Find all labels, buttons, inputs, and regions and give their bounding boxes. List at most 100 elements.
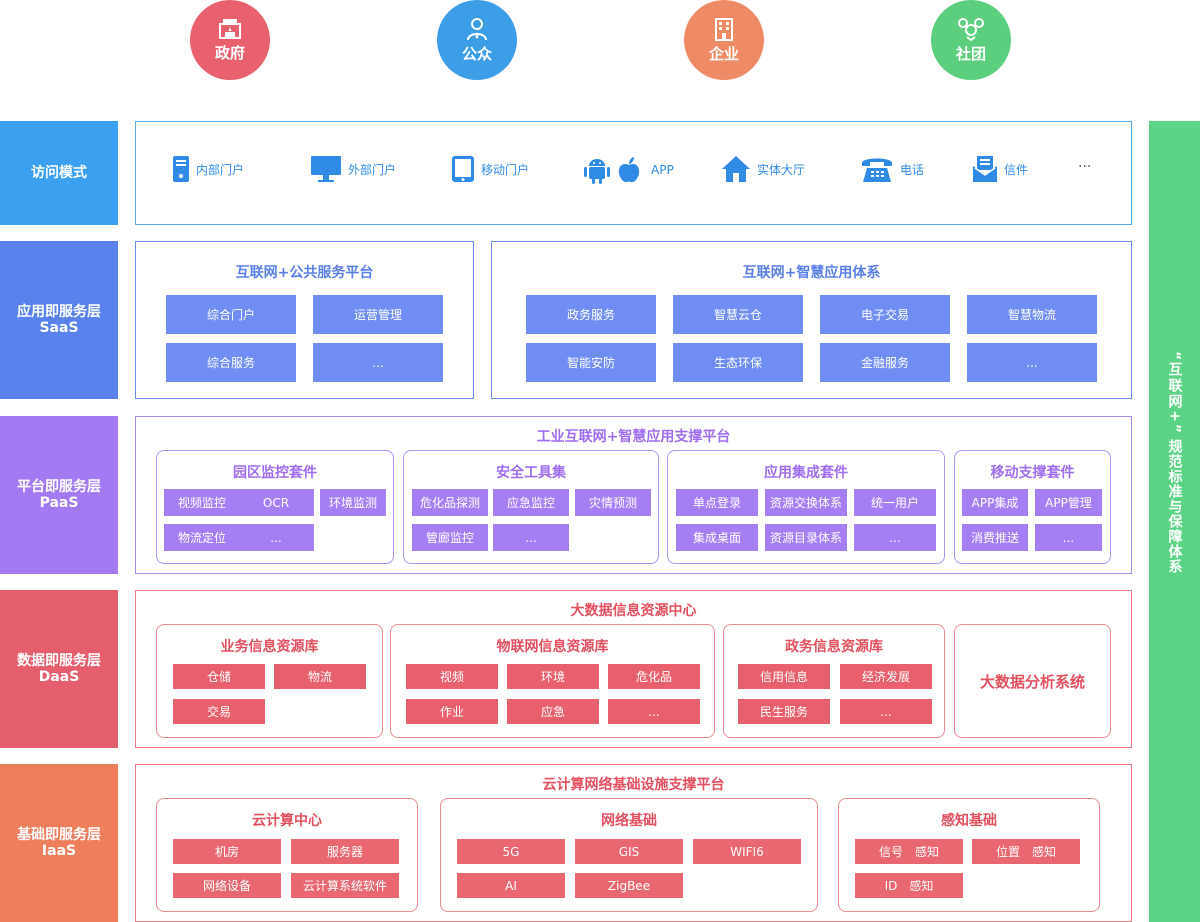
user-label: 企业 [708,44,739,63]
access-item-label: 电话 [900,162,925,177]
paas-tag[interactable]: 灾情预测 [575,489,651,516]
daas-tag[interactable]: 物流 [274,664,366,689]
saas-tag[interactable]: 智慧云仓 [673,295,803,334]
paas-tag[interactable]: 环境监测 [320,489,386,516]
paas-tag[interactable]: 单点登录 [676,489,758,516]
saas-tag[interactable]: 生态环保 [673,343,803,382]
daas-tag[interactable]: 危化品 [608,664,700,689]
iaas-tag[interactable]: 信号 感知 [855,839,963,864]
iaas-tag[interactable]: 云计算系统软件 [291,873,399,898]
analysis-label: 大数据分析系统 [979,672,1085,691]
saas-tag[interactable]: 综合服务 [166,343,296,382]
paas-tag[interactable]: 消费推送 [962,524,1028,551]
saas-tag[interactable]: 智慧物流 [967,295,1097,334]
daas-tag[interactable]: ... [840,699,932,724]
access-item-telephone[interactable]: 电话 [860,155,924,183]
saas-tag[interactable]: 电子交易 [820,295,950,334]
iaas-tag[interactable]: ID 感知 [855,873,963,898]
paas-tag[interactable]: APP管理 [1035,489,1102,516]
saas-tag[interactable]: 金融服务 [820,343,950,382]
layer-name: 数据即服务层 [17,653,101,669]
paas-tag[interactable]: ... [238,524,314,551]
monitor-icon [311,156,341,182]
paas-tag[interactable]: 应急监控 [493,489,569,516]
government-building-icon [219,18,241,39]
paas-tag[interactable]: 资源交换体系 [765,489,847,516]
layer-label-access: 访问模式 [0,121,118,225]
access-item-label: ... [1078,155,1092,171]
daas-tag[interactable]: 民生服务 [738,699,830,724]
daas-tag[interactable]: ... [608,699,700,724]
daas-tag[interactable]: 视频 [406,664,498,689]
access-item-more[interactable]: ... [1078,155,1091,171]
layer-name-en: IaaS [41,843,77,859]
layer-name: 平台即服务层 [17,479,101,495]
layer-name-en: PaaS [39,495,79,511]
paas-tag[interactable]: 视频监控 [164,489,240,516]
paas-tag[interactable]: 管廊监控 [412,524,488,551]
iaas-tag[interactable]: 网络设备 [173,873,281,898]
iaas-tag[interactable]: AI [457,873,565,898]
daas-tag[interactable]: 交易 [173,699,265,724]
paas-tag[interactable]: 集成桌面 [676,524,758,551]
access-item-physical-hall[interactable]: 实体大厅 [721,155,805,183]
group-title: 安全工具集 [496,465,566,481]
saas-tag[interactable]: 智能安防 [526,343,656,382]
paas-tag[interactable]: 统一用户 [854,489,936,516]
group-title: 园区监控套件 [233,465,317,481]
paas-tag[interactable]: ... [854,524,936,551]
iaas-tag[interactable]: 服务器 [291,839,399,864]
iaas-tag[interactable]: WIFI6 [693,839,801,864]
daas-tag[interactable]: 环境 [507,664,599,689]
apple-icon [618,157,640,183]
big-data-analysis-system[interactable]: 大数据分析系统 [954,624,1111,738]
saas-tag[interactable]: 综合门户 [166,295,296,334]
layer-name-en: DaaS [38,669,80,685]
layer-name: 应用即服务层 [17,304,101,320]
group-title: 网络基础 [601,813,657,829]
iaas-tag[interactable]: 位置 感知 [972,839,1080,864]
telephone-icon [862,158,892,182]
access-item-label: 外部门户 [348,162,397,177]
access-item-external-portal[interactable]: 外部门户 [310,155,396,183]
iaas-tag[interactable]: 5G [457,839,565,864]
daas-tag[interactable]: 作业 [406,699,498,724]
paas-tag[interactable]: 物流定位 [164,524,240,551]
iaas-tag[interactable]: GIS [575,839,683,864]
saas-tag[interactable]: 运营管理 [313,295,443,334]
standards-side-bar: “互联网+” 规范标准与保障体系 [1149,121,1200,922]
access-item-letter[interactable]: 信件 [972,155,1028,183]
iaas-tag[interactable]: ZigBee [575,873,683,898]
user-society: 社团 [931,0,1011,80]
office-building-icon [715,17,733,41]
paas-tag[interactable]: 资源目录体系 [765,524,847,551]
paas-tag[interactable]: 危化品探测 [412,489,488,516]
access-item-internal-portal[interactable]: 内部门户 [172,155,244,183]
user-label: 社团 [955,44,986,63]
access-item-app[interactable]: APP [583,155,674,185]
panel-title: 互联网+智慧应用体系 [742,265,881,281]
user-government: 政府 [190,0,270,80]
daas-tag[interactable]: 经济发展 [840,664,932,689]
layer-label-iaas: 基础即服务层 IaaS [0,764,118,922]
daas-tag[interactable]: 仓储 [173,664,265,689]
paas-tag[interactable]: ... [1035,524,1102,551]
paas-tag[interactable]: OCR [238,489,314,516]
saas-tag[interactable]: 政务服务 [526,295,656,334]
daas-tag[interactable]: 信用信息 [738,664,830,689]
side-label-top: “互联网+” [1166,351,1183,436]
saas-tag[interactable]: ... [967,343,1097,382]
paas-tag[interactable]: APP集成 [962,489,1028,516]
user-public: 公众 [437,0,517,80]
group-title: 移动支撑套件 [990,465,1075,481]
access-item-label: 移动门户 [481,162,530,177]
letter-icon [973,156,997,182]
computer-tower-icon [173,156,189,182]
android-icon [584,159,610,184]
layer-label-saas: 应用即服务层 SaaS [0,241,118,399]
saas-tag[interactable]: ... [313,343,443,382]
access-item-mobile-portal[interactable]: 移动门户 [451,155,529,183]
iaas-tag[interactable]: 机房 [173,839,281,864]
daas-tag[interactable]: 应急 [507,699,599,724]
paas-tag[interactable]: ... [493,524,569,551]
